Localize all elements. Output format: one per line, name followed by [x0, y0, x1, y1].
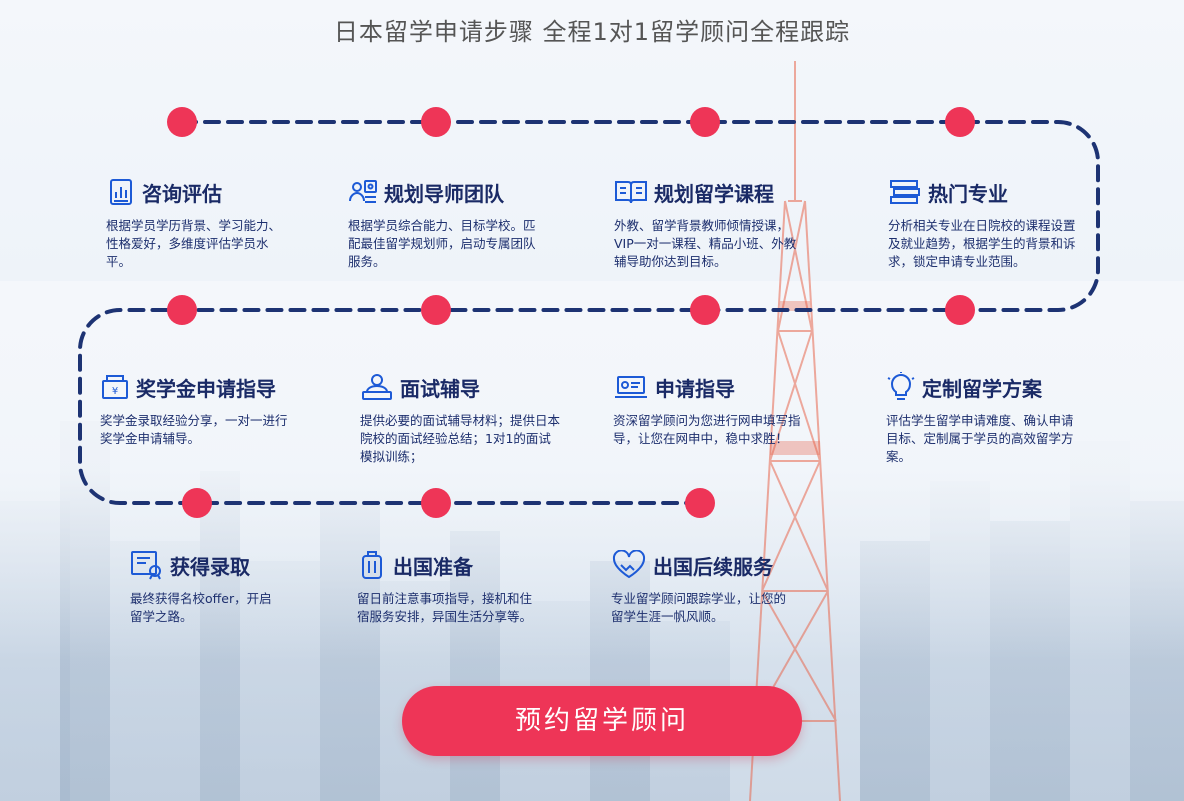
open-book-icon: [614, 177, 648, 207]
document-chart-icon: [106, 177, 136, 207]
books-stack-icon: [888, 177, 922, 207]
step-card-departure-prep: 出国准备 留日前注意事项指导，接机和住宿服务安排，异国生活分享等。: [357, 548, 539, 626]
step-card-hot-majors: 热门专业 分析相关专业在日院校的课程设置及就业趋势，根据学生的背景和诉求，锁定申…: [888, 175, 1078, 271]
step-card-application: 申请指导 资深留学顾问为您进行网申填写指导，让您在网申中，稳中求胜！: [613, 370, 803, 448]
step-marker-2: [421, 107, 451, 137]
scholarship-icon: ¥: [100, 372, 130, 402]
laptop-icon: [613, 372, 649, 402]
certificate-icon: [130, 550, 164, 580]
book-consultant-button[interactable]: 预约留学顾问: [402, 686, 802, 756]
page-title: 日本留学申请步骤 全程1对1留学顾问全程跟踪: [333, 18, 851, 46]
step-marker-11: [685, 488, 715, 518]
step-marker-5: [167, 295, 197, 325]
step-card-course-plan: 规划留学课程 外教、留学背景教师倾情授课，VIP一对一课程、精品小班、外教辅导助…: [614, 175, 804, 271]
step-marker-7: [690, 295, 720, 325]
tower-illustration: [749, 61, 841, 801]
step-card-admission: 获得录取 最终获得名校offer，开启留学之路。: [130, 548, 280, 626]
step-card-custom-plan: 定制留学方案 评估学生留学申请难度、确认申请目标、定制属于学员的高效留学方案。: [886, 370, 1082, 466]
step-card-scholarship: ¥ 奖学金申请指导 奖学金录取经验分享，一对一进行奖学金申请辅导。: [100, 370, 292, 448]
step-card-consult: 咨询评估 根据学员学历背景、学习能力、性格爱好，多维度评估学员水平。: [106, 175, 291, 271]
step-card-follow-up-service: 出国后续服务 专业留学顾问跟踪学业，让您的留学生涯一帆风顺。: [611, 548, 797, 626]
lightbulb-icon: [886, 372, 916, 402]
step-marker-1: [167, 107, 197, 137]
step-card-interview: 面试辅导 提供必要的面试辅导材料；提供日本院校的面试经验总结；1对1的面试模拟训…: [360, 370, 560, 466]
svg-text:¥: ¥: [112, 386, 118, 397]
step-marker-10: [421, 488, 451, 518]
step-card-mentor-team: 规划导师团队 根据学员综合能力、目标学校。匹配最佳留学规划师，启动专属团队服务。: [348, 175, 538, 271]
handshake-heart-icon: [611, 549, 647, 580]
step-marker-4: [945, 107, 975, 137]
interview-icon: [360, 372, 394, 402]
step-marker-6: [421, 295, 451, 325]
step-marker-8: [945, 295, 975, 325]
step-marker-9: [182, 488, 212, 518]
team-icon: [348, 177, 378, 207]
step-marker-3: [690, 107, 720, 137]
suitcase-icon: [357, 550, 387, 580]
